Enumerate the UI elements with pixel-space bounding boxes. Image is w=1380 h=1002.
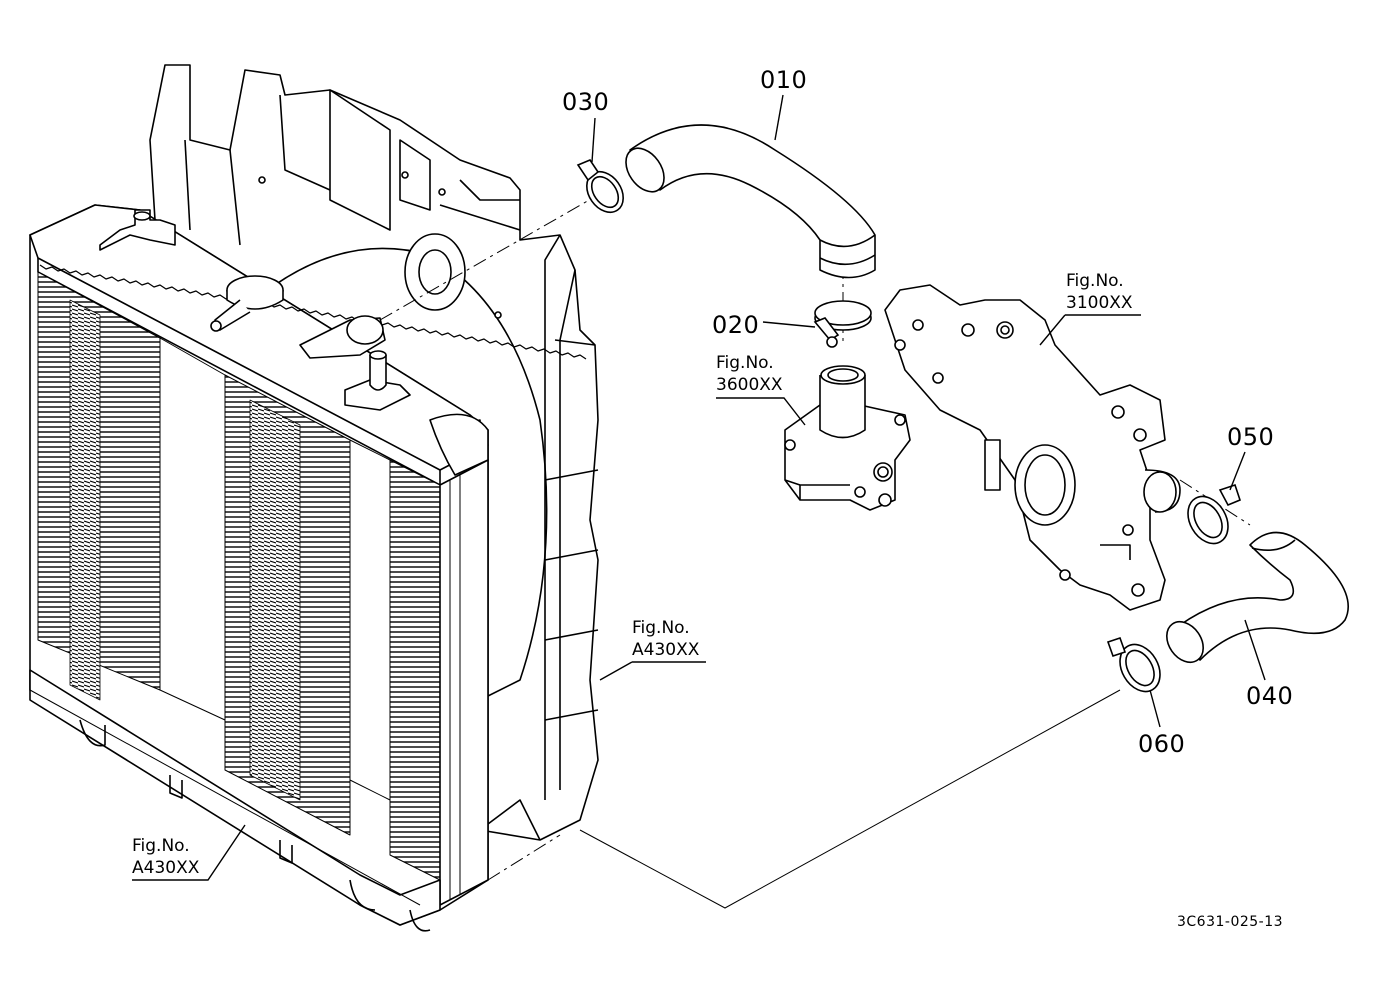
thermostat-housing xyxy=(784,365,911,511)
fig-ref-radiator-bottom-line2: A430XX xyxy=(132,858,200,878)
hose-clamp-030 xyxy=(576,159,624,214)
fig-ref-water-pump-line1: Fig.No. xyxy=(716,353,774,373)
fig-ref-gear-case-line2: 3100XX xyxy=(1066,293,1133,313)
upper-hose xyxy=(625,124,876,279)
fig-ref-gear-case-line1: Fig.No. xyxy=(1066,271,1124,291)
hose-clamp-060 xyxy=(1106,636,1161,693)
fig-ref-radiator-bottom-line1: Fig.No. xyxy=(132,836,190,856)
lower-hose xyxy=(1166,531,1349,664)
fig-ref-radiator-bottom: Fig.No. A430XX xyxy=(132,835,199,879)
hose-clamp-020 xyxy=(813,300,872,348)
part-label-040: 040 xyxy=(1246,682,1294,710)
gear-case xyxy=(884,284,1181,611)
fig-ref-radiator-shroud-line2: A430XX xyxy=(632,640,700,660)
callout-lines xyxy=(132,94,1266,881)
fig-ref-gear-case: Fig.No. 3100XX xyxy=(1066,270,1133,314)
part-label-030: 030 xyxy=(562,88,610,116)
part-label-050: 050 xyxy=(1227,423,1275,451)
part-label-010: 010 xyxy=(760,66,808,94)
fig-ref-radiator-shroud-line1: Fig.No. xyxy=(632,618,690,638)
radiator xyxy=(29,204,587,932)
hose-clamp-050 xyxy=(1187,483,1241,545)
fig-ref-radiator-shroud: Fig.No. A430XX xyxy=(632,617,699,661)
part-label-020: 020 xyxy=(712,311,760,339)
part-label-060: 060 xyxy=(1138,730,1186,758)
fig-ref-water-pump-line2: 3600XX xyxy=(716,375,783,395)
fig-ref-water-pump: Fig.No. 3600XX xyxy=(716,352,783,396)
document-id: 3C631-025-13 xyxy=(1177,914,1284,930)
